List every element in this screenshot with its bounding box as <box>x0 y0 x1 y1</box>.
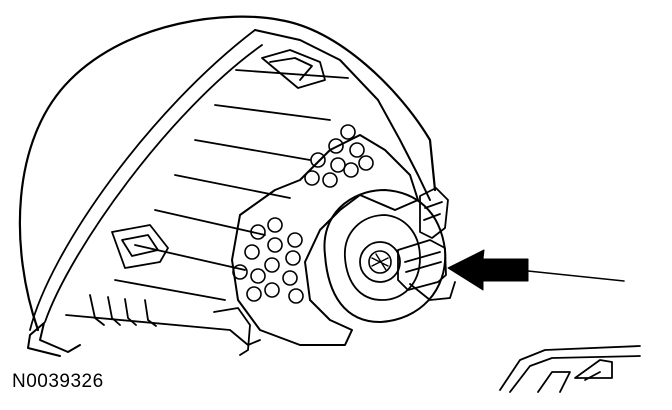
locking-tab <box>419 187 449 239</box>
perforation-holes-lower <box>232 217 304 304</box>
figure-id-label: N0039326 <box>12 371 104 392</box>
leader-line <box>527 270 625 282</box>
trim-strip <box>29 29 263 331</box>
perforation-holes-upper <box>304 124 374 188</box>
housing-outline <box>18 15 437 332</box>
housing-lip <box>27 322 81 357</box>
top-slot <box>261 49 326 89</box>
connector-clip <box>397 239 456 301</box>
bracket-outline <box>254 29 431 201</box>
pointer-arrow <box>447 249 529 291</box>
adjacent-trim <box>499 345 641 393</box>
mounting-feet <box>65 294 261 356</box>
bracket-ribs <box>114 69 349 301</box>
bottom-slot <box>111 224 169 269</box>
